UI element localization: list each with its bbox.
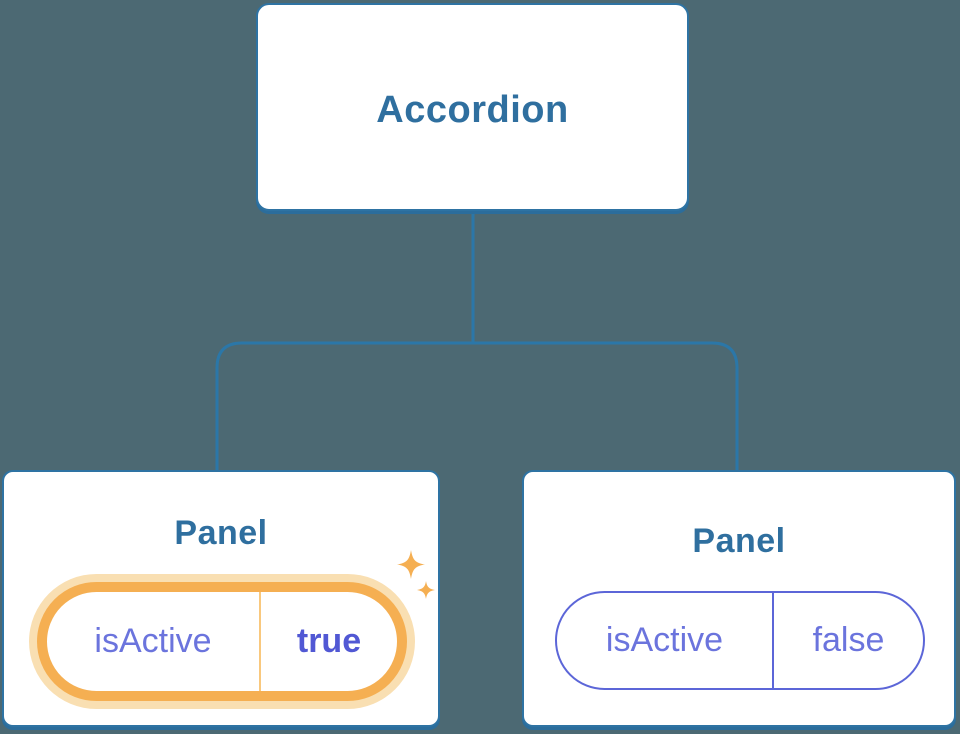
state-pill-inactive: isActive false bbox=[555, 591, 925, 690]
state-value-label: false bbox=[812, 621, 885, 659]
state-value-label: true bbox=[296, 622, 362, 660]
state-value-cell: false bbox=[774, 593, 923, 688]
sparkles-icon bbox=[397, 550, 435, 599]
state-pill-active: isActive true bbox=[37, 582, 407, 701]
panel-node-label: Panel bbox=[174, 514, 268, 552]
panel-node-label: Panel bbox=[692, 522, 786, 560]
pill-divider bbox=[772, 593, 774, 688]
pill-divider bbox=[259, 592, 261, 691]
accordion-node: Accordion bbox=[256, 3, 689, 211]
panel-node-active: Panel isActive true bbox=[2, 470, 440, 727]
panel-node-inactive: Panel isActive false bbox=[522, 470, 956, 727]
state-key-cell: isActive bbox=[47, 592, 259, 691]
state-value-cell: true bbox=[261, 592, 397, 691]
accordion-node-label: Accordion bbox=[376, 88, 569, 131]
state-key-cell: isActive bbox=[557, 593, 772, 688]
state-key-label: isActive bbox=[94, 622, 212, 660]
state-key-label: isActive bbox=[605, 621, 724, 659]
